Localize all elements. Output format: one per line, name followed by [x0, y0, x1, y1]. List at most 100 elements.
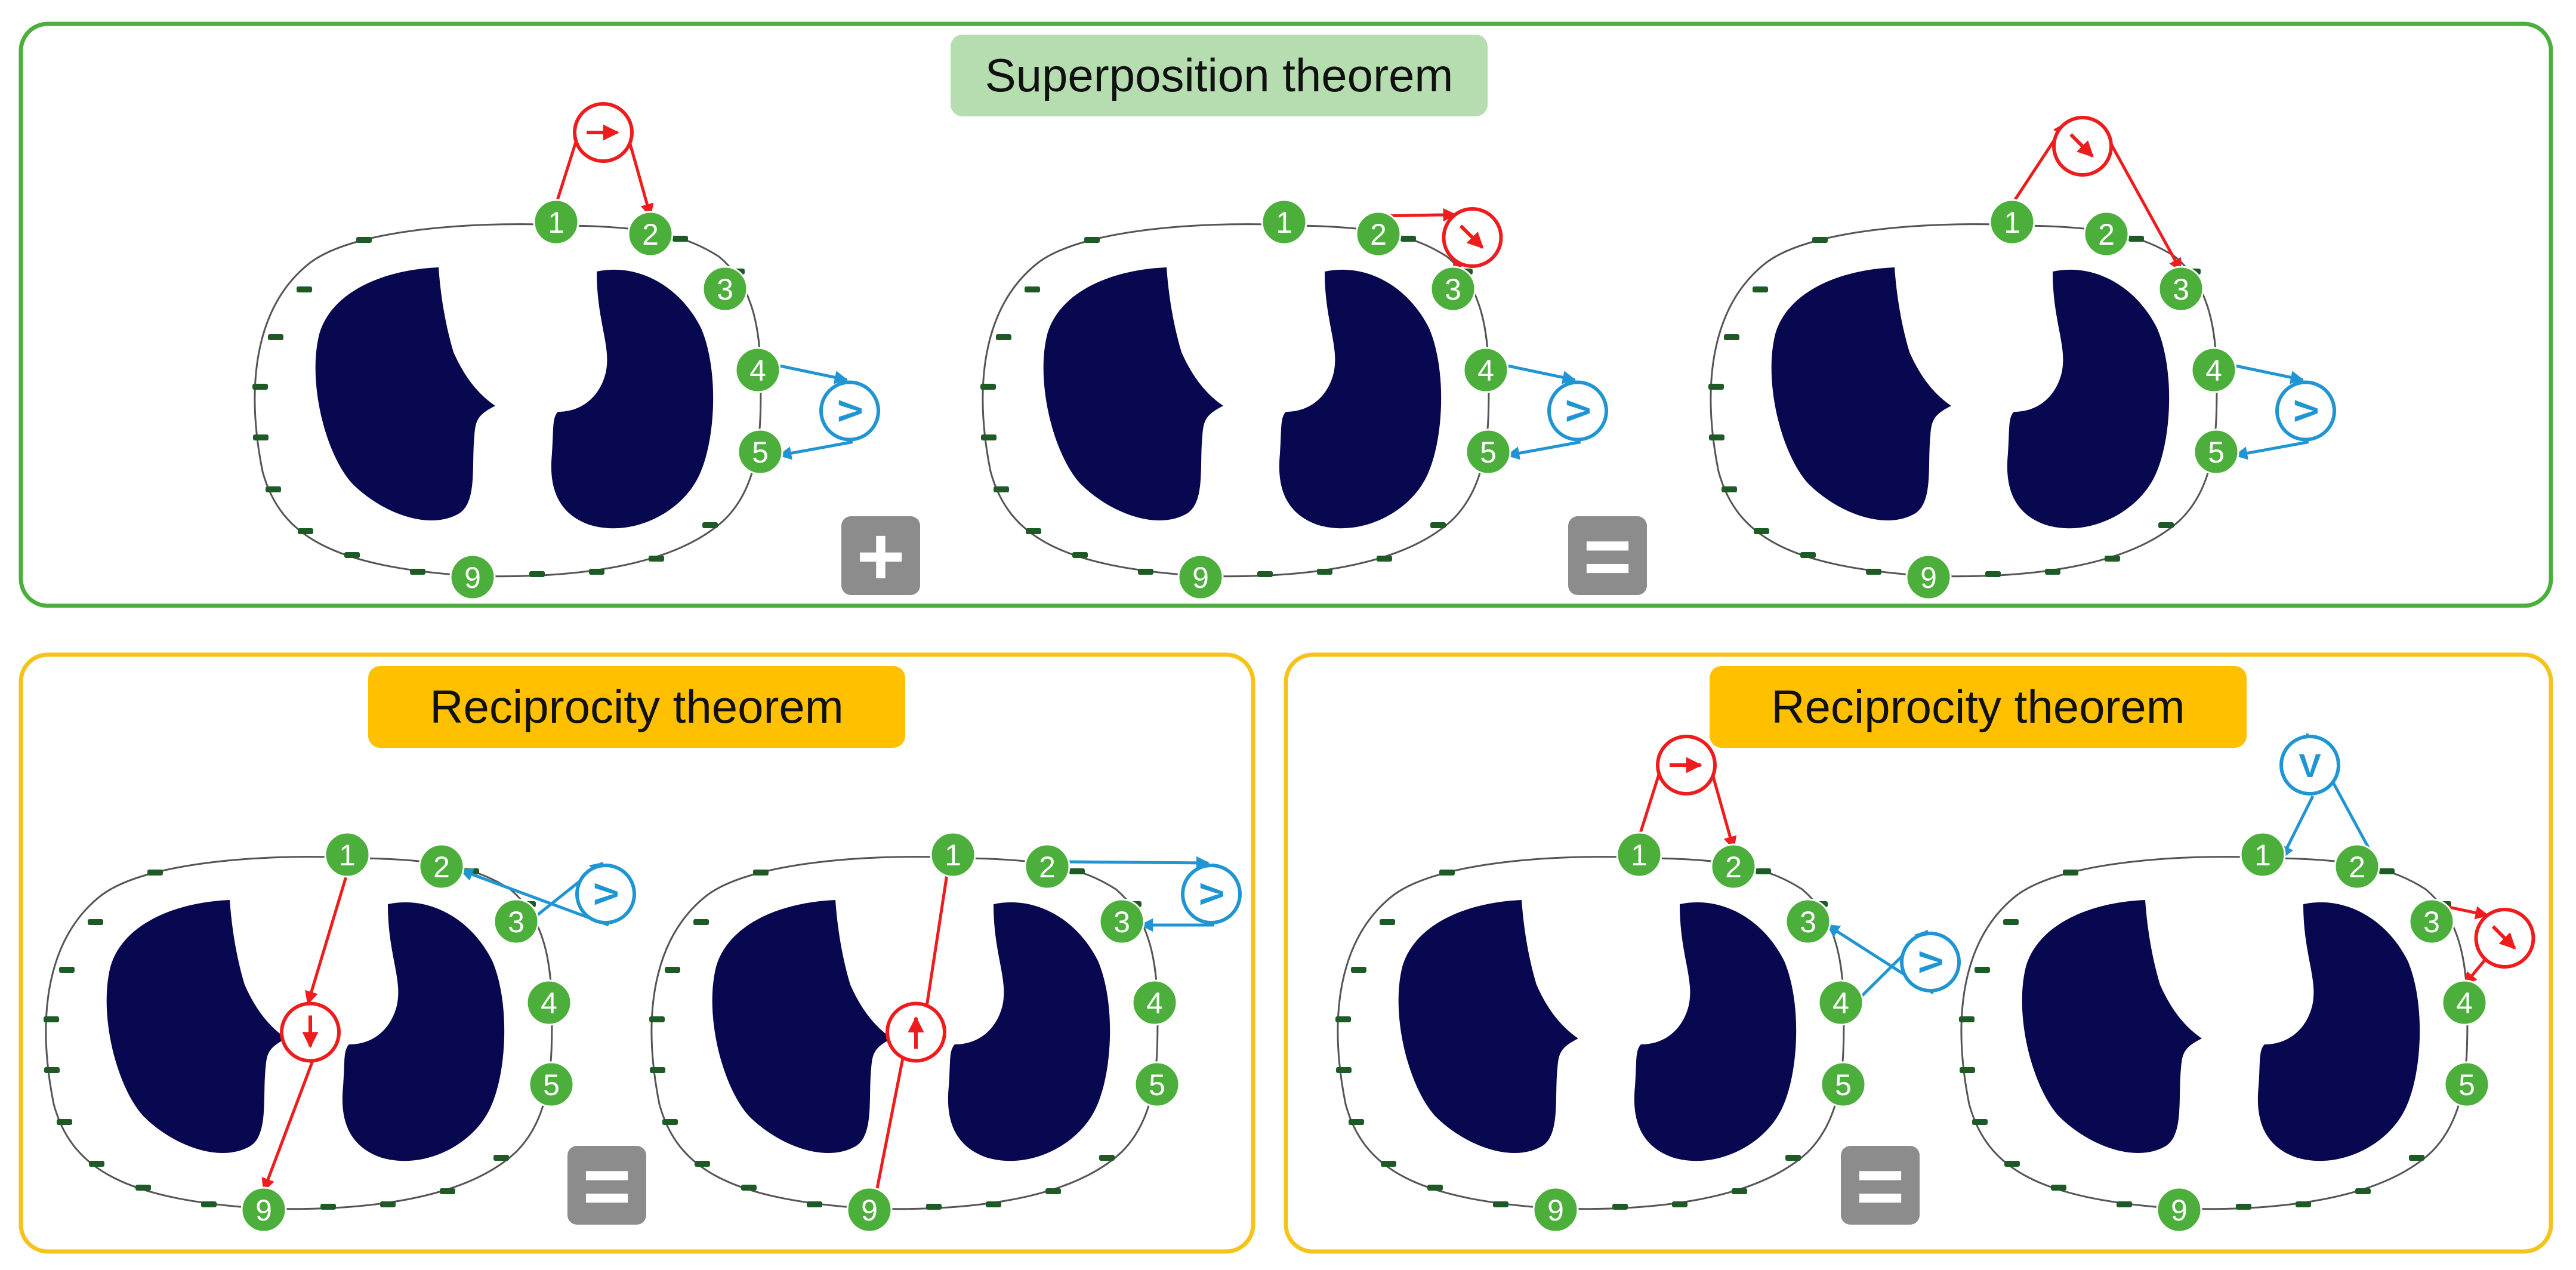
current-source	[2010, 116, 2183, 272]
voltmeter-circle	[819, 380, 880, 442]
voltmeter-circle	[1547, 380, 1608, 442]
electrode-node: 5	[2193, 429, 2239, 475]
electrode-mark	[493, 1155, 509, 1161]
electrode-node: 5	[1820, 1061, 1867, 1108]
electrode-node-label: 2	[1725, 850, 1742, 884]
electrode-node: 5	[2444, 1061, 2490, 1108]
electrode-mark	[2051, 1185, 2066, 1191]
electrode-node-label: 1	[2254, 839, 2271, 872]
electrode-node: 2	[1024, 843, 1070, 890]
electrode-mark	[1612, 1204, 1628, 1210]
voltmeter-lead-plus	[1066, 856, 1210, 870]
electrode-mark	[1754, 528, 1769, 534]
electrode-node-circle	[1710, 843, 1757, 890]
electrode-mark	[57, 1119, 72, 1125]
electrode-mark	[702, 522, 718, 528]
electrode-node-label: 5	[2208, 436, 2225, 469]
electrode-node-circle	[2334, 843, 2380, 890]
electrode-mark	[980, 384, 996, 390]
electrode-node-label: 9	[861, 1194, 878, 1227]
electrode-mark	[1427, 1185, 1443, 1191]
electrode-node: 2	[418, 843, 465, 890]
electrode-node-label: 3	[508, 905, 525, 939]
reciprocity-title-right-text: Reciprocity theorem	[1771, 680, 2185, 733]
electrode-mark	[1069, 868, 1085, 874]
electrode-mark	[981, 434, 997, 440]
electrode-node-label: 4	[2205, 354, 2222, 387]
electrode-mark	[268, 334, 283, 340]
electrode-node: 9	[2156, 1186, 2202, 1233]
thorax-body	[44, 856, 553, 1210]
electrode-node-circle	[1463, 347, 1509, 393]
electrode-node-label: 1	[548, 206, 564, 239]
current-arrow-icon	[2491, 925, 2516, 950]
electrode-node: 4	[1463, 347, 1509, 393]
electrode-node-label: 9	[1920, 561, 1937, 594]
voltmeter-lead-plus	[776, 363, 849, 384]
reciprocity-panel-left	[18, 652, 1255, 1254]
electrode-node: 3	[702, 266, 748, 312]
voltmeter-lead-minus	[459, 868, 609, 927]
electrode-node: 1	[1616, 831, 1662, 878]
equals-operator-left: =	[567, 1139, 646, 1232]
thorax-body	[1959, 856, 2469, 1210]
plus-operator: +	[841, 509, 920, 603]
electrode-node: 9	[1177, 554, 1224, 600]
electrode-mark	[1722, 486, 1737, 492]
electrode-node-circle	[2408, 898, 2455, 945]
electrode-node: 4	[2441, 979, 2488, 1026]
electrode-mark	[1430, 522, 1446, 528]
voltmeter-circle	[575, 864, 636, 924]
electrode-mark	[1785, 1155, 1801, 1161]
electrode-mark	[440, 1188, 455, 1194]
equals-operator-right: =	[1841, 1139, 1920, 1232]
electrode-mark	[88, 919, 103, 925]
electrode-mark	[266, 486, 281, 492]
electrode-node-label: 4	[1477, 354, 1494, 387]
electrode-mark	[672, 236, 688, 242]
electrode-node-circle	[2444, 1061, 2490, 1108]
electrode-node-circle	[737, 429, 783, 475]
electrode-node-label: 5	[1835, 1068, 1852, 1102]
electrode-node-label: 1	[339, 839, 356, 872]
electrode-mark	[529, 571, 545, 577]
electrode-node-circle	[418, 843, 465, 890]
electrode-node: 5	[528, 1061, 575, 1108]
electrode-mark	[1709, 434, 1724, 440]
electrode-mark	[807, 1201, 822, 1207]
electrode-node-label: 4	[541, 987, 557, 1020]
electrode-node-circle	[702, 266, 748, 312]
electrode-node-circle	[930, 831, 976, 878]
electrode-mark	[2105, 556, 2120, 562]
electrode-mark	[44, 1016, 59, 1022]
left-lung	[1398, 900, 1578, 1153]
electrode-mark	[44, 1067, 60, 1073]
electrode-node: 9	[240, 1186, 287, 1233]
voltmeter: V	[459, 862, 636, 927]
right-lung	[1634, 902, 1797, 1161]
electrode-node-label: 9	[1192, 561, 1209, 594]
electrode-node: 4	[1818, 979, 1864, 1026]
electrode-mark	[1099, 1155, 1115, 1161]
right-lung	[2257, 902, 2420, 1161]
electrode-node-label: 1	[1631, 839, 1648, 872]
electrode-node-circle	[2083, 211, 2130, 257]
left-lung	[1771, 267, 1951, 520]
electrode-mark	[59, 967, 75, 973]
electrode-node-label: 5	[752, 436, 769, 469]
electrode-node-circle	[240, 1186, 287, 1233]
electrode-node-circle	[2193, 429, 2239, 475]
thorax-body	[1335, 856, 1845, 1210]
electrode-node-circle	[1616, 831, 1662, 878]
electrode-node-circle	[1430, 266, 1476, 312]
voltmeter-circle	[2279, 735, 2340, 796]
electrode-node: 9	[1532, 1186, 1579, 1233]
electrode-node-label: 9	[1547, 1194, 1564, 1227]
electrode-node-circle	[2191, 347, 2237, 393]
equals-operator-right-glyph: =	[1856, 1139, 1905, 1232]
reciprocity-title-left-text: Reciprocity theorem	[430, 680, 844, 733]
electrode-node-circle	[1818, 979, 1864, 1026]
electrode-mark	[649, 556, 664, 562]
equals-operator-left-glyph: =	[582, 1139, 631, 1232]
